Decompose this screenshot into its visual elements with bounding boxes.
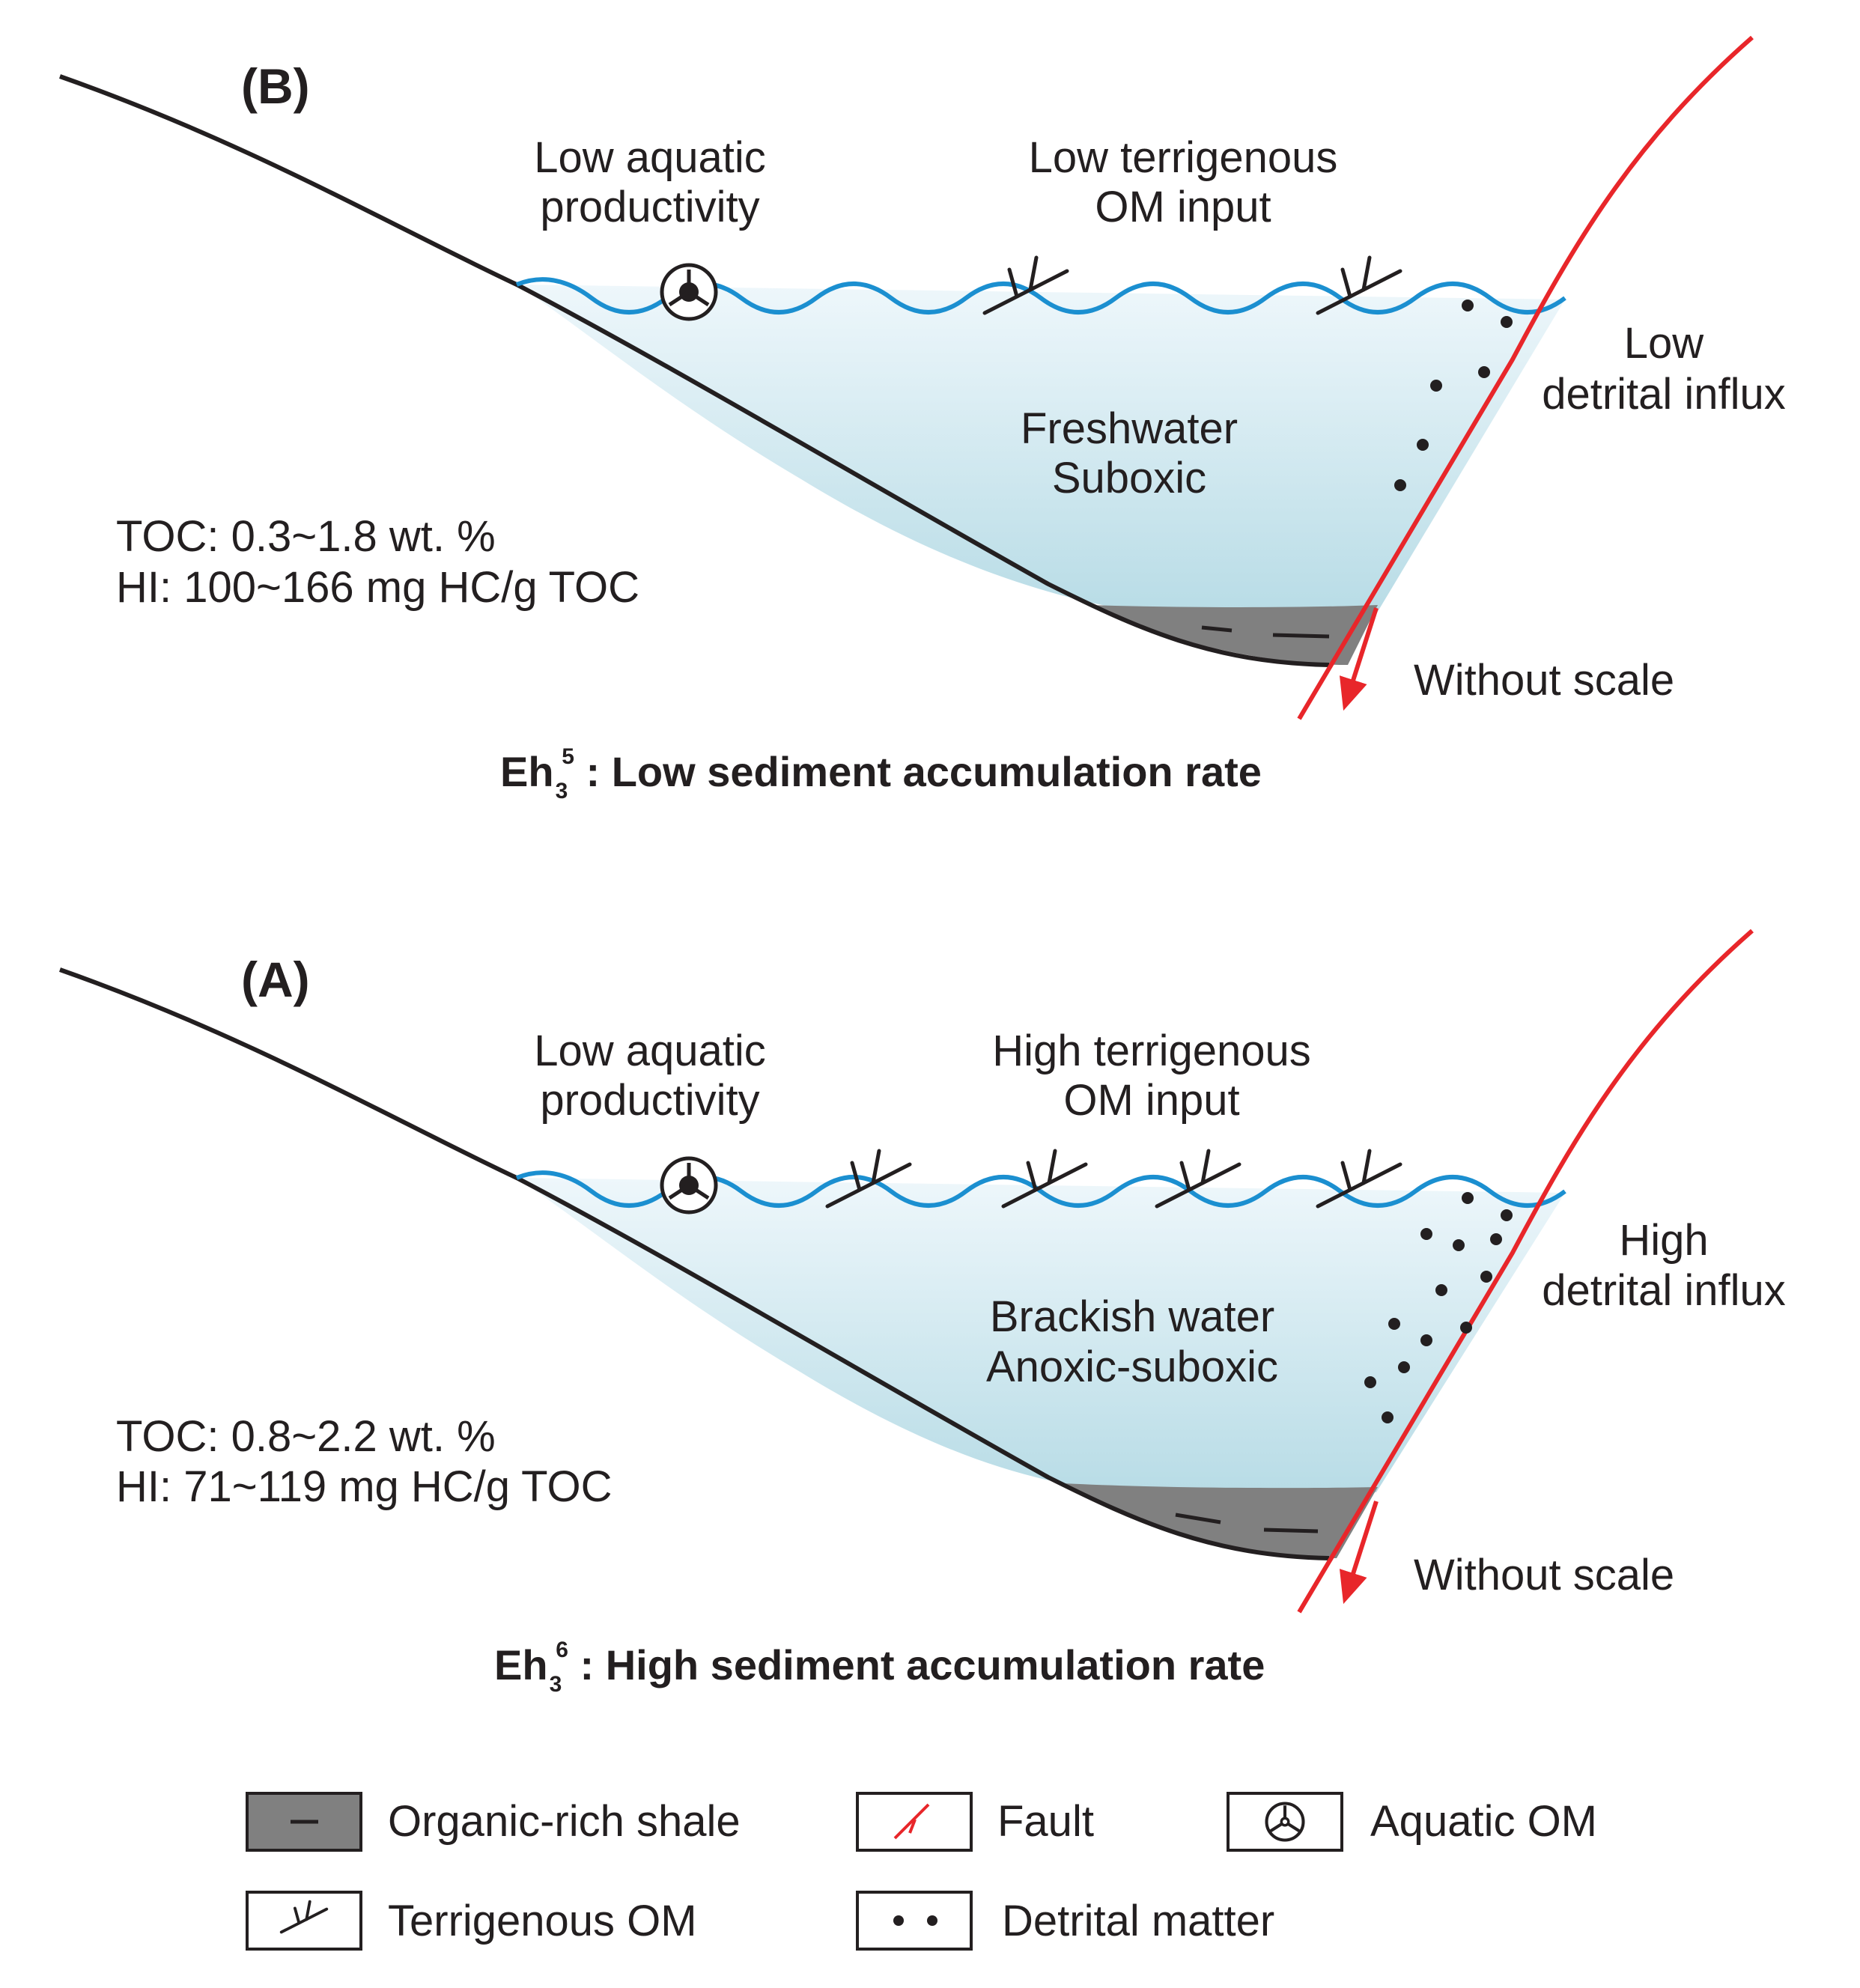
aquatic-om-icon <box>662 265 716 319</box>
panel-caption: Eh36 : High sediment accumulation rate <box>494 1638 1265 1697</box>
water-label-line2: Anoxic-suboxic <box>986 1343 1278 1391</box>
water-label-line1: Freshwater <box>1021 404 1238 453</box>
legend-item-organic-rich-shale: Organic-rich shale <box>246 1792 741 1852</box>
detrital-label-line1: Low <box>1624 319 1705 368</box>
aquatic-om-icon <box>1265 1802 1305 1842</box>
aquatic-label-line1: Low aquatic <box>534 1027 766 1075</box>
shale-dash <box>1201 625 1233 633</box>
terrigenous-om-icon <box>279 1900 329 1934</box>
water-label-line1: Brackish water <box>990 1292 1274 1341</box>
detrital-label-line1: High <box>1619 1216 1708 1265</box>
scale-note: Without scale <box>1414 656 1674 705</box>
basin-floor-line <box>59 967 1330 1560</box>
aquatic-label-line2: productivity <box>540 183 759 231</box>
detrital-matter-dots <box>1364 1192 1513 1423</box>
terrigenous-label-line2: OM input <box>1063 1076 1239 1125</box>
legend-item-fault: Fault <box>856 1792 1094 1852</box>
shale-dash <box>1272 633 1330 639</box>
aquatic-label-line2: productivity <box>540 1076 759 1125</box>
legend-item-detrital-matter: Detrital matter <box>856 1891 1274 1951</box>
hi-range: HI: 71~119 mg HC/g TOC <box>116 1462 612 1511</box>
legend-label: Organic-rich shale <box>388 1797 741 1846</box>
legend-label: Detrital matter <box>1002 1897 1274 1945</box>
toc-range: TOC: 0.8~2.2 wt. % <box>116 1412 496 1461</box>
detrital-matter-swatch <box>856 1891 973 1951</box>
water-label-line2: Suboxic <box>1052 454 1206 502</box>
basin-floor-line <box>59 74 1330 667</box>
fault-arrow <box>1339 607 1379 711</box>
scale-note: Without scale <box>1414 1551 1674 1599</box>
detrital-dot-icon <box>893 1915 904 1926</box>
panel-a: (A) Low aquatic productivity High terrig… <box>59 928 1786 1697</box>
legend-item-terrigenous-om: Terrigenous OM <box>246 1891 697 1951</box>
legend-item-aquatic-om: Aquatic OM <box>1227 1792 1597 1852</box>
panel-b: (B) Low aquatic productivity Low terrige… <box>59 35 1786 803</box>
hi-range: HI: 100~166 mg HC/g TOC <box>116 563 639 612</box>
shale-dash <box>1175 1513 1221 1525</box>
legend-label: Terrigenous OM <box>388 1897 697 1945</box>
detrital-label-line2: detrital influx <box>1542 370 1786 419</box>
organic-rich-shale-layer <box>1089 605 1378 665</box>
detrital-dot-icon <box>927 1915 937 1926</box>
fault-icon <box>893 1803 930 1840</box>
legend-label: Aquatic OM <box>1370 1797 1597 1846</box>
terrigenous-label-line1: High terrigenous <box>992 1027 1311 1075</box>
terrigenous-label-line1: Low terrigenous <box>1029 133 1338 182</box>
detrital-label-line2: detrital influx <box>1542 1266 1786 1315</box>
detrital-matter-dots <box>1394 300 1513 491</box>
water-body <box>517 1178 1565 1492</box>
terrigenous-label-line2: OM input <box>1095 183 1271 231</box>
aquatic-label-line1: Low aquatic <box>534 133 766 182</box>
legend-label: Fault <box>997 1797 1094 1846</box>
panel-tag: (B) <box>241 58 310 114</box>
panel-tag: (A) <box>241 952 310 1007</box>
toc-range: TOC: 0.3~1.8 wt. % <box>116 512 496 561</box>
shale-dash <box>1263 1528 1319 1533</box>
fault-arrow <box>1339 1501 1379 1605</box>
aquatic-om-icon <box>662 1158 716 1212</box>
fault-line <box>1297 35 1754 720</box>
water-body <box>517 285 1565 614</box>
legend: Organic-rich shale Fault Aquatic OM <box>246 1792 1597 1951</box>
panel-caption: Eh35 : Low sediment accumulation rate <box>500 744 1262 803</box>
fault-line <box>1297 928 1754 1614</box>
